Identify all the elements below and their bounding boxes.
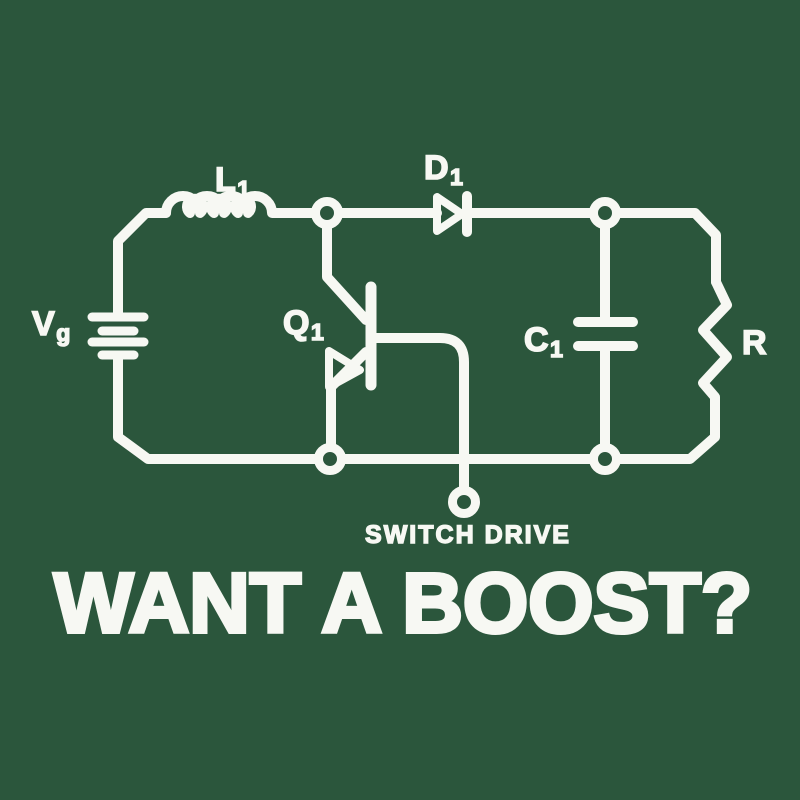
resistor-icon — [595, 277, 732, 464]
label-l1-main: L — [214, 161, 237, 199]
label-vg-sub: g — [55, 320, 71, 346]
label-vg-main: V — [31, 305, 56, 343]
label-c1: C1 — [523, 321, 564, 362]
diode-icon — [433, 191, 472, 237]
node-dots — [311, 197, 621, 518]
label-l1: L1 — [214, 161, 251, 202]
label-d1-sub: 1 — [449, 164, 464, 190]
capacitor-icon — [573, 208, 638, 464]
label-d1-main: D — [423, 149, 450, 187]
label-r: R — [741, 324, 768, 364]
label-vg: Vg — [31, 305, 71, 346]
transistor-collector — [322, 220, 371, 325]
label-c1-main: C — [523, 321, 550, 359]
label-l1-sub: 1 — [236, 176, 251, 202]
label-r-main: R — [741, 324, 768, 362]
node-bottom-right — [589, 443, 621, 475]
node-bottom-left — [314, 443, 346, 475]
inductor-icon — [161, 191, 323, 218]
transistor-icon — [322, 220, 469, 492]
node-top-right — [589, 197, 621, 229]
top-wire — [322, 208, 721, 287]
label-d1: D1 — [423, 149, 464, 190]
node-top-left — [311, 197, 343, 229]
left-rail — [113, 208, 340, 464]
switch-drive-label: SWITCH DRIVE — [364, 521, 571, 549]
switch-drive-terminal — [448, 486, 480, 518]
label-q1-sub: 1 — [310, 319, 325, 345]
label-c1-sub: 1 — [549, 336, 564, 362]
battery-icon — [87, 312, 149, 360]
transistor-emitter-arrow-icon — [325, 347, 364, 391]
transistor-base-lead — [370, 333, 469, 492]
label-q1: Q1 — [282, 304, 325, 345]
label-q1-main: Q — [282, 304, 310, 342]
headline-caption: WANT A BOOST? — [52, 556, 754, 650]
